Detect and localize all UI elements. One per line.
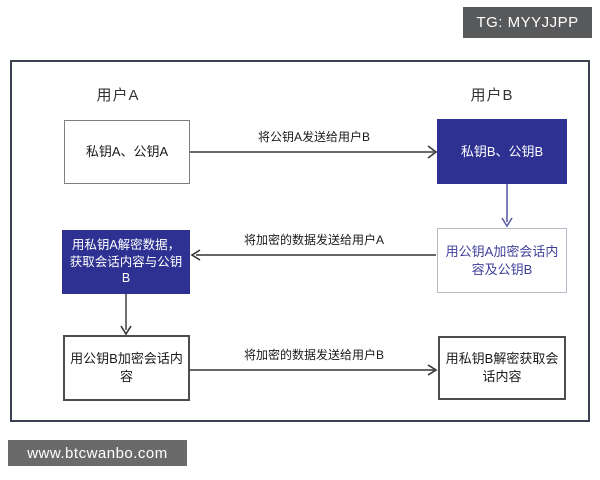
node-a-keys: 私钥A、公钥A xyxy=(64,120,190,184)
node-a-decrypt: 用私钥A解密数据，获取会话内容与公钥B xyxy=(62,230,190,294)
arrow-send-encrypted-to-a xyxy=(190,249,436,261)
node-a-encrypt-label: 用公钥B加密会话内容 xyxy=(70,351,183,384)
diagram-frame: 用户A 用户B 私钥A、公钥A 私钥B、公钥B xyxy=(10,60,590,422)
node-b-encrypt-label: 用公钥A加密会话内容及公钥B xyxy=(445,243,559,277)
telegram-badge-text: TG: MYYJJPP xyxy=(476,14,579,31)
node-b-decrypt-label: 用私钥B解密获取会话内容 xyxy=(445,351,559,384)
edge-label-send-encrypted-to-a: 将加密的数据发送给用户A xyxy=(243,233,384,247)
actor-a-header: 用户A xyxy=(96,87,140,104)
node-b-encrypt: 用公钥A加密会话内容及公钥B xyxy=(437,228,567,293)
telegram-badge: TG: MYYJJPP xyxy=(463,7,592,38)
website-badge-text: www.btcwanbo.com xyxy=(27,444,168,462)
node-a-keys-label: 私钥A、公钥A xyxy=(85,144,169,160)
edge-label-send-encrypted-to-b: 将加密的数据发送给用户B xyxy=(243,348,384,362)
arrow-send-encrypted-to-b xyxy=(190,364,438,376)
node-a-encrypt: 用公钥B加密会话内容 xyxy=(63,335,190,401)
actor-b-header: 用户B xyxy=(470,87,514,104)
arrow-send-pubkey xyxy=(190,145,438,159)
node-b-keys-label: 私钥B、公钥B xyxy=(460,143,544,159)
arrow-a-decrypt-to-encrypt xyxy=(120,294,132,336)
node-a-decrypt-label: 用私钥A解密数据，获取会话内容与公钥B xyxy=(69,237,183,286)
website-badge: www.btcwanbo.com xyxy=(8,440,187,466)
arrow-b-keys-to-encrypt xyxy=(501,184,513,228)
edge-label-send-pubkey: 将公钥A发送给用户B xyxy=(257,130,370,144)
node-b-keys: 私钥B、公钥B xyxy=(437,119,567,184)
node-b-decrypt: 用私钥B解密获取会话内容 xyxy=(438,336,566,400)
